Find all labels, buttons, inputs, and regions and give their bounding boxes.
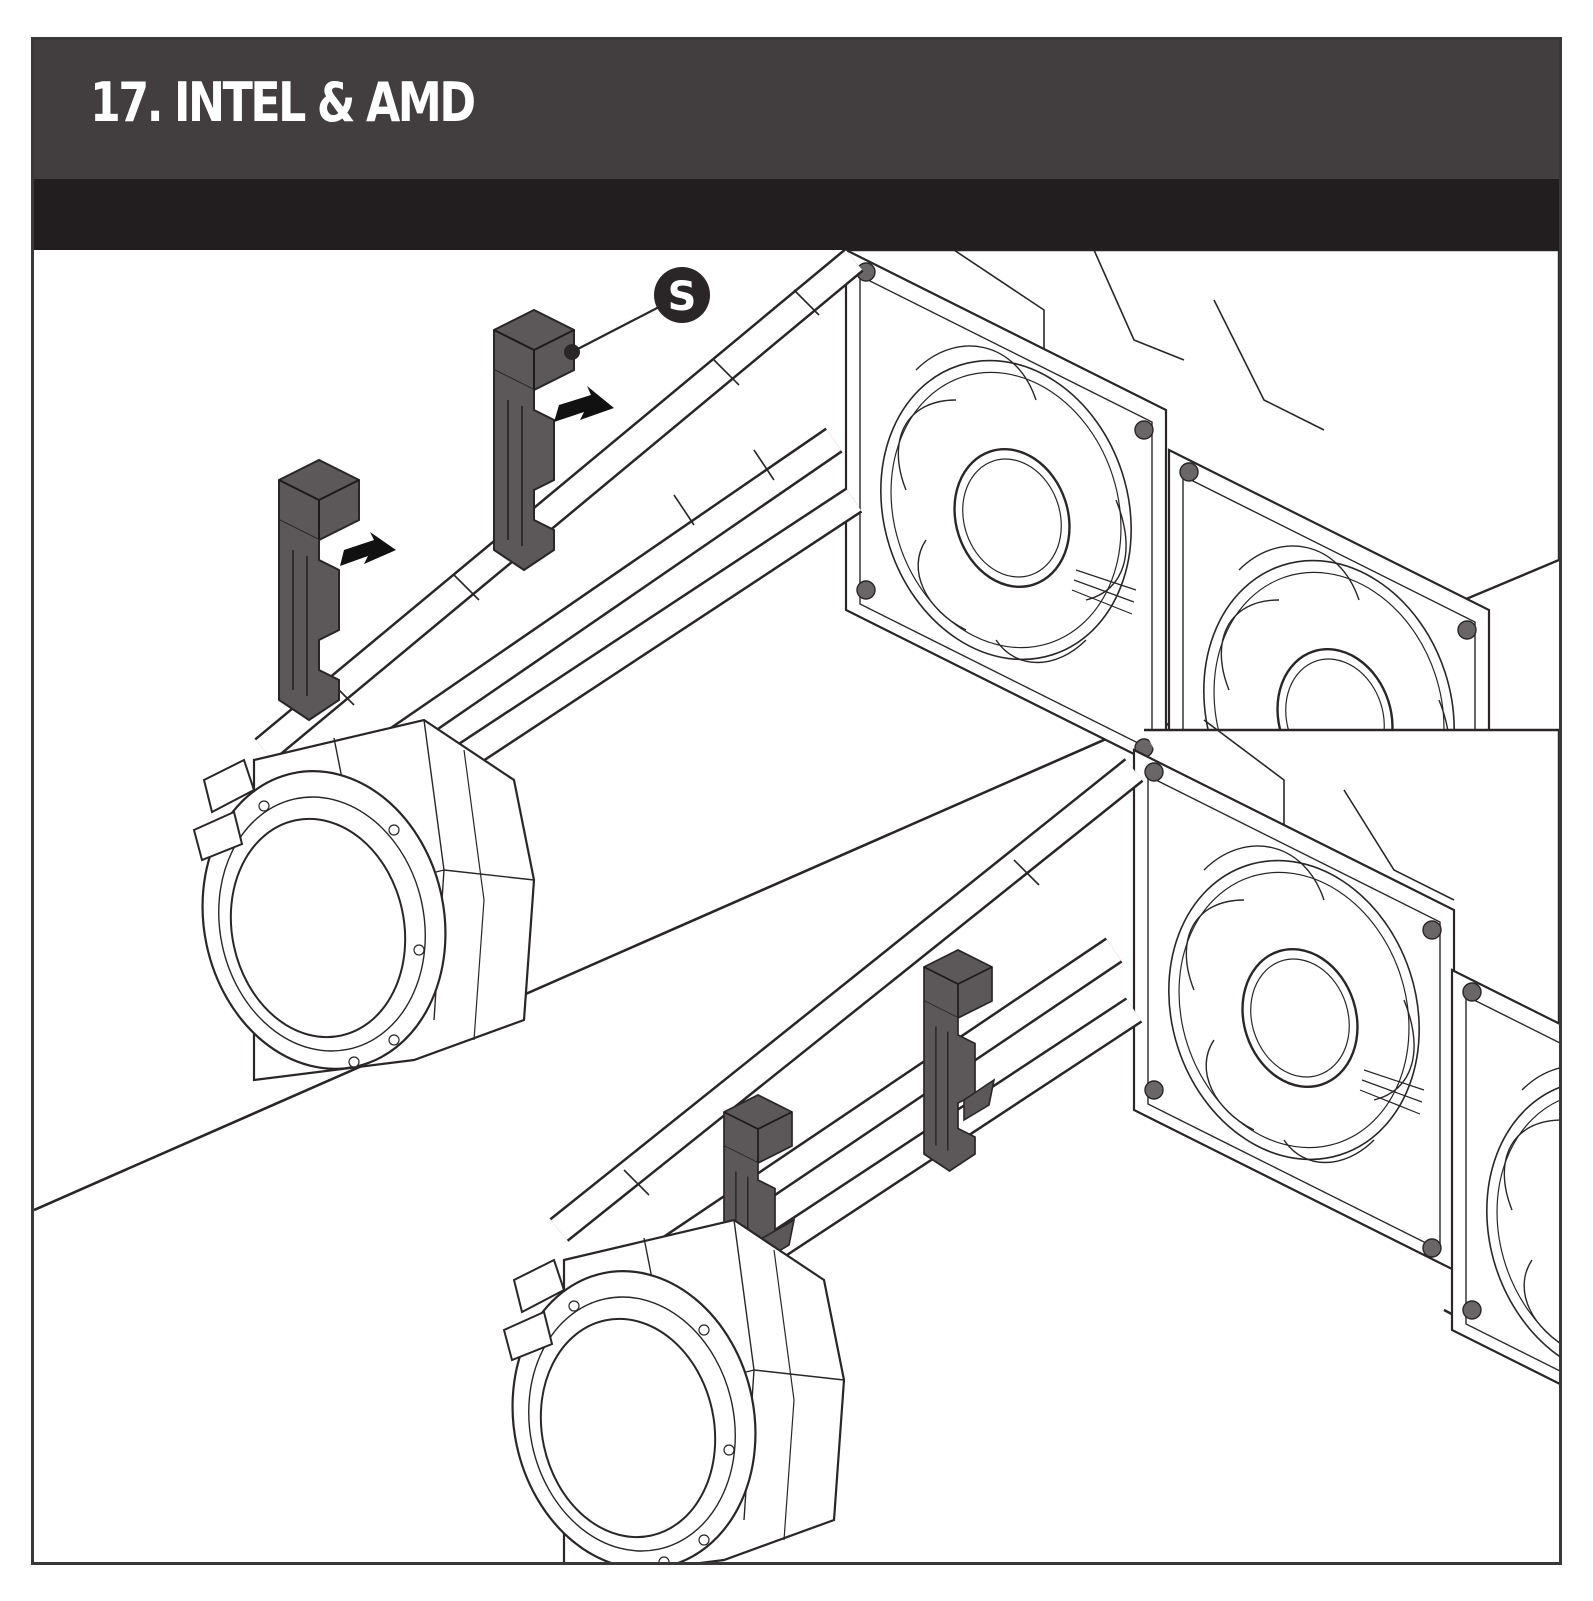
pump-top: [175, 720, 534, 1092]
callout-letter: S: [668, 274, 697, 320]
hoses-bottom: [559, 770, 1134, 1280]
installation-illustration: S: [34, 250, 1559, 1562]
step-title: 17. INTEL & AMD: [90, 76, 474, 130]
step-subtitle-bar: [34, 179, 1559, 250]
clip-loose-2: [494, 310, 574, 570]
radiator-bottom: [1131, 720, 1559, 1490]
instruction-panel: 17. INTEL & AMD: [31, 37, 1562, 1565]
callout-badge: S: [564, 267, 710, 360]
step-header: 17. INTEL & AMD: [34, 40, 1559, 179]
clip-attached-1: [924, 950, 992, 1171]
pump-bottom: [485, 1220, 844, 1562]
